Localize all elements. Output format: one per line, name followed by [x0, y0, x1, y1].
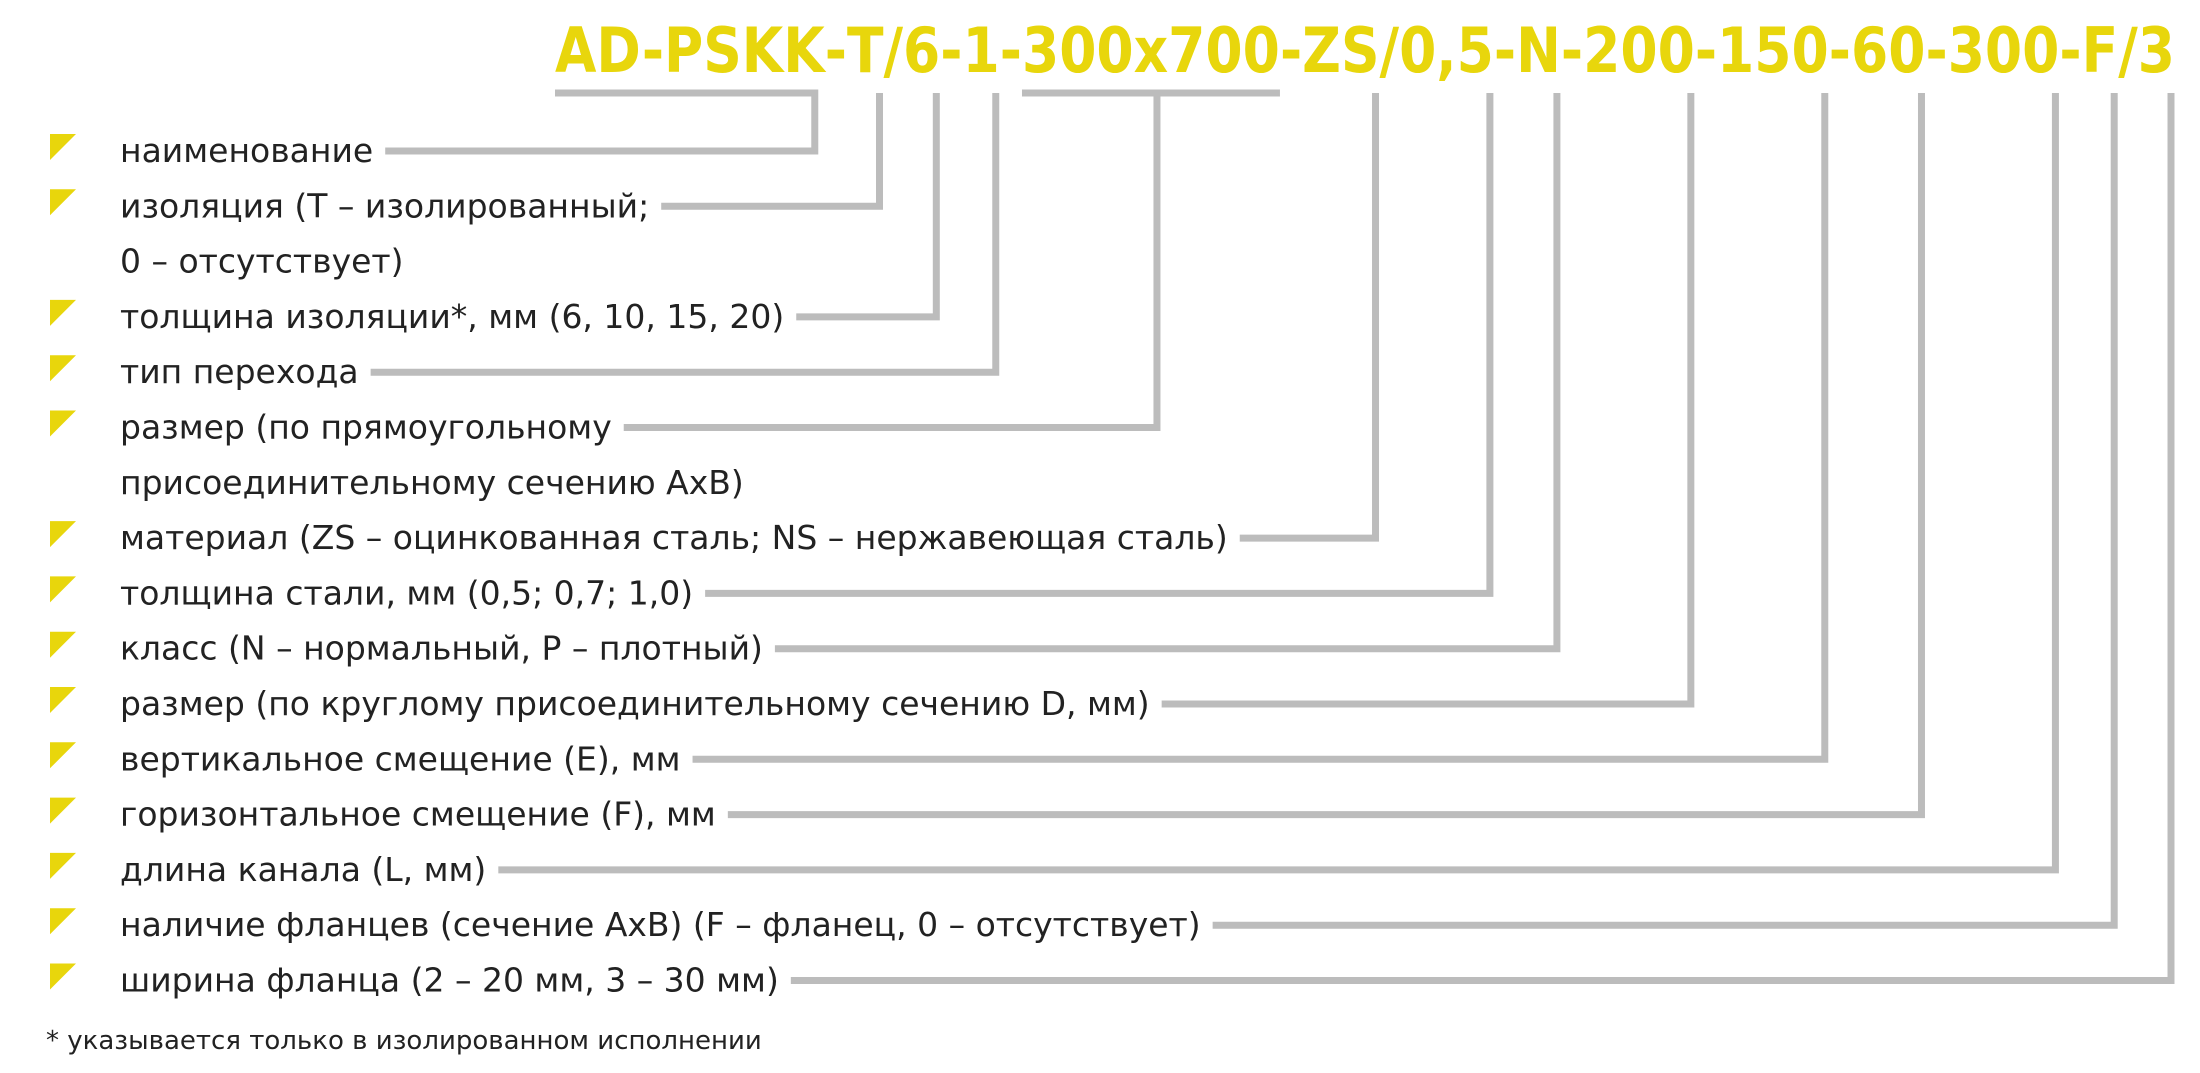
connector-transition-type: [370, 93, 1000, 376]
yellow-triangle-bullet-icon: [50, 631, 76, 658]
code-segment-transition-type: 1: [963, 14, 1000, 87]
connector-vertical-offset: [692, 93, 1829, 763]
code-segment-sep11: -: [1925, 14, 1947, 87]
designation-code: AD-PSKK-T/6-1-300x700-ZS/0,5-N-200-150-6…: [555, 14, 2175, 87]
code-segment-sep12: -: [2059, 14, 2081, 87]
item-label-channel-length: длина канала (L, мм): [120, 850, 486, 889]
connector-round-size: [1161, 93, 1695, 708]
yellow-triangle-bullet-icon: [50, 521, 76, 548]
yellow-triangle-bullet-icon: [50, 742, 76, 769]
item-label-name: наименование: [120, 131, 373, 170]
code-segment-sep2: /: [884, 14, 904, 87]
item-label-vertical-offset: вертикальное смещение (E), мм: [120, 739, 681, 778]
yellow-triangle-bullet-icon: [50, 189, 76, 216]
connector-rect-size: [623, 93, 1161, 431]
code-segment-sep9: -: [1695, 14, 1717, 87]
item-label-insulation-thickness: толщина изоляции*, мм (6, 10, 15, 20): [120, 297, 784, 336]
connector-name: [385, 89, 819, 155]
yellow-triangle-bullet-icon: [50, 355, 76, 382]
item-label-flanges: наличие фланцев (сечение AxB) (F – флане…: [120, 905, 1201, 944]
yellow-triangle-bullet-icon: [50, 797, 76, 824]
connector-lines: [370, 89, 2175, 984]
footnote: * указывается только в изолированном исп…: [46, 1026, 762, 1056]
connector-channel-length: [498, 93, 2059, 874]
item-label-rect-size-cont: присоединительному сечению AxB): [120, 463, 744, 502]
yellow-triangle-bullet-icon: [50, 908, 76, 935]
bullet-list: наименование изоляция (Т – изолированный;…: [50, 131, 1228, 1000]
connector-material: [1239, 93, 1380, 542]
code-segment-horizontal-offset: 60: [1851, 14, 1925, 87]
connector-horizontal-offset: [727, 93, 1925, 819]
item-label-flange-width: ширина фланца (2 – 20 мм, 3 – 30 мм): [120, 961, 779, 1000]
code-segment-sep8: -: [1561, 14, 1583, 87]
code-segment-sep13: /: [2118, 14, 2138, 87]
code-segment-material: ZS: [1302, 14, 1379, 87]
code-segment-insulation-thickness: 6: [903, 14, 940, 87]
yellow-triangle-bullet-icon: [50, 299, 76, 326]
code-segment-sep6: /: [1380, 14, 1400, 87]
item-label-rect-size: размер (по прямоугольному: [120, 408, 612, 447]
code-segment-sep1: -: [825, 14, 847, 87]
code-segment-class: N: [1516, 14, 1561, 87]
item-label-steel-thickness: толщина стали, мм (0,5; 0,7; 1,0): [120, 573, 693, 612]
connector-insulation-thickness: [796, 93, 940, 321]
item-label-round-size: размер (по круглому присоединительному с…: [120, 684, 1150, 723]
connector-insulation: [661, 93, 884, 210]
connector-steel-thickness: [705, 93, 1494, 597]
connector-flanges: [1212, 93, 2118, 929]
code-segment-sep4: -: [1000, 14, 1022, 87]
code-segment-name: AD-PSKK: [555, 14, 827, 87]
yellow-triangle-bullet-icon: [50, 576, 76, 603]
yellow-triangle-bullet-icon: [50, 852, 76, 879]
item-label-class: класс (N – нормальный, P – плотный): [120, 629, 763, 668]
code-segment-steel-thickness: 0,5: [1399, 14, 1494, 87]
item-label-insulation-cont: 0 – отсутствует): [120, 242, 404, 281]
code-segment-sep5: -: [1280, 14, 1302, 87]
code-segment-flanges: F: [2082, 14, 2119, 87]
yellow-triangle-bullet-icon: [50, 963, 76, 990]
code-segment-rect-size: 300x700: [1022, 14, 1280, 87]
code-segment-sep10: -: [1829, 14, 1851, 87]
yellow-triangle-bullet-icon: [50, 410, 76, 437]
code-segment-channel-length: 300: [1948, 14, 2060, 87]
code-segment-round-size: 200: [1583, 14, 1695, 87]
yellow-triangle-bullet-icon: [50, 687, 76, 713]
item-label-material: материал (ZS – оцинкованная сталь; NS – …: [120, 518, 1228, 557]
item-label-horizontal-offset: горизонтальное смещение (F), мм: [120, 795, 716, 834]
item-label-insulation: изоляция (Т – изолированный;: [120, 186, 649, 225]
code-segment-flange-width: 3: [2138, 14, 2175, 87]
connector-class: [774, 93, 1561, 653]
code-segment-sep3: -: [940, 14, 962, 87]
yellow-triangle-bullet-icon: [50, 134, 76, 160]
code-segment-insulation: T: [847, 14, 884, 87]
item-label-transition-type: тип перехода: [120, 352, 359, 391]
code-segment-sep7: -: [1494, 14, 1516, 87]
code-segment-vertical-offset: 150: [1717, 14, 1829, 87]
connector-flange-width: [790, 93, 2175, 984]
